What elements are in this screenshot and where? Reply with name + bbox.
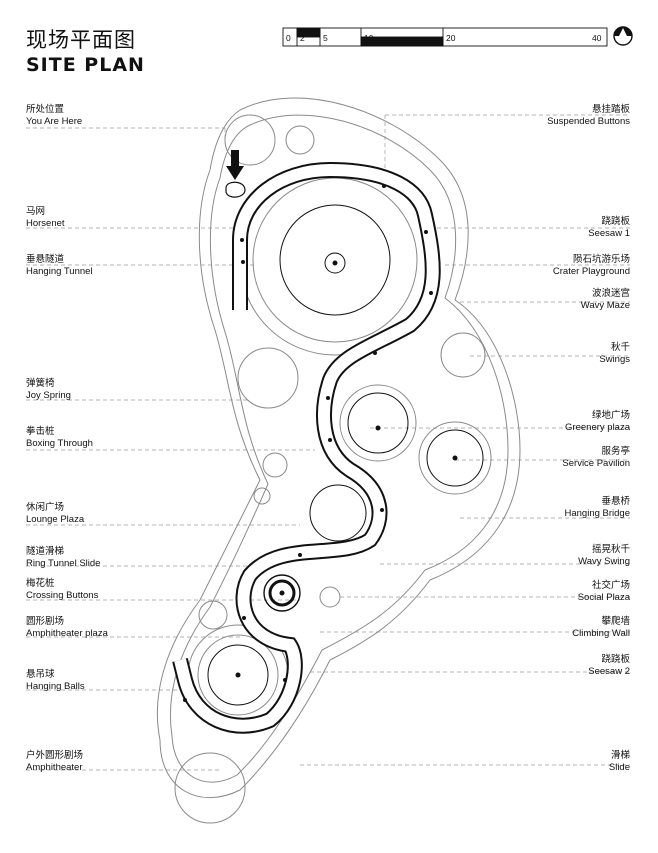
plaza-circles — [174, 114, 492, 824]
scale-tick-5: 5 — [323, 33, 328, 43]
winding-trail — [172, 161, 441, 734]
site-boundary — [156, 97, 521, 799]
leader-lines — [26, 114, 630, 771]
scale-tick-0: 0 — [286, 33, 291, 43]
scale-tick-40: 40 — [592, 33, 602, 43]
scale-tick-2: 2 — [300, 33, 305, 43]
title-english: SITE PLAN — [26, 54, 145, 76]
title-chinese: 现场平面图 — [26, 28, 136, 52]
scale-tick-10: 10 — [364, 33, 374, 43]
scale-bar — [282, 27, 608, 47]
path-markers — [183, 184, 458, 702]
down-arrow-icon — [225, 150, 246, 198]
scale-tick-20: 20 — [446, 33, 456, 43]
north-arrow-icon — [613, 26, 633, 46]
